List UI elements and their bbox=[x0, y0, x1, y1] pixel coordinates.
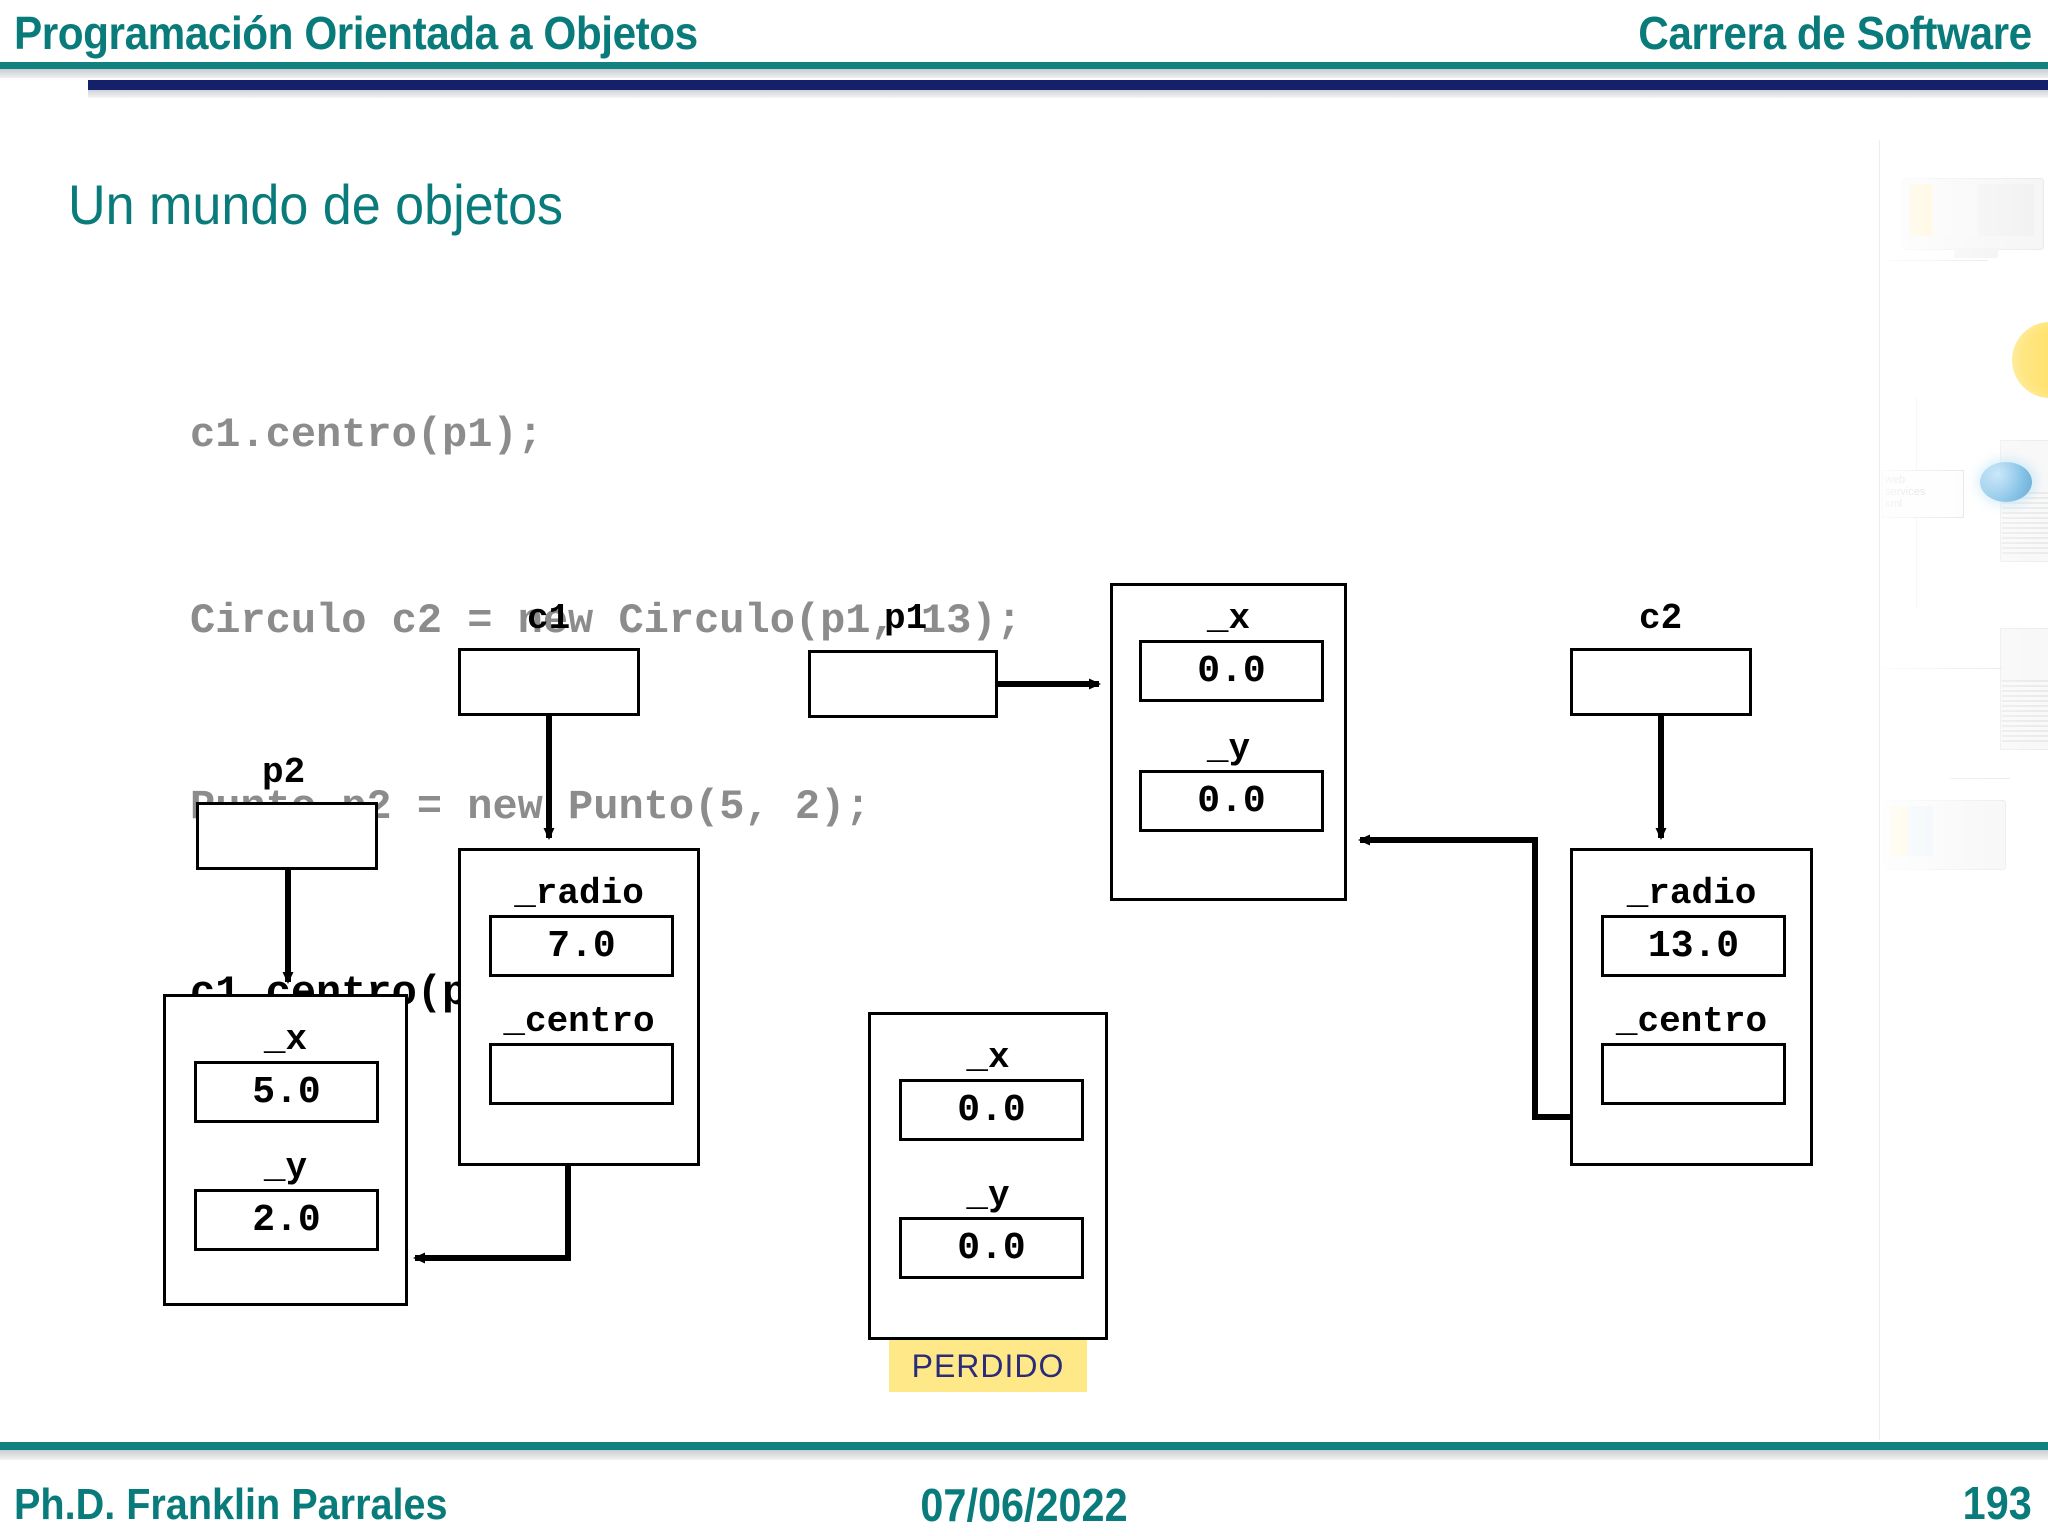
ref-label-p1: p1 bbox=[884, 598, 928, 639]
field-value-x: 0.0 bbox=[899, 1079, 1084, 1141]
status-badge-perdido: PERDIDO bbox=[889, 1340, 1087, 1392]
field-value-radio: 7.0 bbox=[489, 915, 674, 977]
field-value-centro bbox=[1601, 1043, 1786, 1105]
header-right-title: Carrera de Software bbox=[1638, 7, 2033, 59]
section-title: Un mundo de objetos bbox=[68, 173, 564, 236]
ref-box-c1 bbox=[458, 648, 640, 716]
field-value-x: 0.0 bbox=[1139, 640, 1324, 702]
field-value-y: 2.0 bbox=[194, 1189, 379, 1251]
code-line-2: Circulo c2 = new Circulo(p1, 13); bbox=[190, 597, 1022, 645]
header-rule-navy-shadow bbox=[88, 90, 2048, 98]
field-value-radio: 13.0 bbox=[1601, 915, 1786, 977]
object-box-circulo-c2: _radio 13.0 _centro bbox=[1570, 848, 1813, 1166]
object-box-punto-p1: _x 0.0 _y 0.0 bbox=[1110, 583, 1347, 901]
header-rule-gray bbox=[0, 69, 2048, 78]
field-value-centro bbox=[489, 1043, 674, 1105]
ref-label-c1: c1 bbox=[527, 598, 571, 639]
decor-strip-divider bbox=[1879, 140, 1880, 1440]
ref-label-p2: p2 bbox=[262, 752, 306, 793]
header-rule-navy bbox=[88, 80, 2048, 90]
object-box-circulo-c1: _radio 7.0 _centro bbox=[458, 848, 700, 1166]
field-name-radio: _radio bbox=[1626, 873, 1757, 914]
field-name-x: _x bbox=[1206, 598, 1251, 639]
footer-page-number: 193 bbox=[1962, 1477, 2032, 1529]
page-title: Programación Orientada a Objetos bbox=[14, 7, 698, 59]
footer-rule-gray bbox=[0, 1450, 2048, 1460]
field-name-centro: _centro bbox=[503, 1001, 655, 1042]
footer-rule-teal bbox=[0, 1442, 2048, 1450]
field-value-y: 0.0 bbox=[899, 1217, 1084, 1279]
ref-box-p1 bbox=[808, 650, 998, 718]
ref-label-c2: c2 bbox=[1639, 598, 1683, 639]
object-box-punto-perdido: _x 0.0 _y 0.0 bbox=[868, 1012, 1108, 1340]
footer-date: 07/06/2022 bbox=[920, 1479, 1128, 1531]
field-name-y: _y bbox=[1206, 728, 1251, 769]
field-name-x: _x bbox=[263, 1019, 308, 1060]
field-name-y: _y bbox=[263, 1147, 308, 1188]
header-rule-teal bbox=[0, 62, 2048, 69]
ref-box-c2 bbox=[1570, 648, 1752, 716]
footer-author: Ph.D. Franklin Parrales bbox=[14, 1480, 448, 1529]
field-name-centro: _centro bbox=[1615, 1001, 1768, 1042]
decor-image-strip: web services xml bbox=[1880, 140, 2048, 1440]
code-line-1: c1.centro(p1); bbox=[190, 411, 543, 459]
ref-box-p2 bbox=[196, 802, 378, 870]
object-box-punto-p2: _x 5.0 _y 2.0 bbox=[163, 994, 408, 1306]
field-value-y: 0.0 bbox=[1139, 770, 1324, 832]
decor-fade-overlay bbox=[1880, 140, 2048, 1440]
field-name-y: _y bbox=[966, 1175, 1010, 1216]
field-name-radio: _radio bbox=[514, 873, 644, 914]
field-name-x: _x bbox=[966, 1037, 1010, 1078]
field-value-x: 5.0 bbox=[194, 1061, 379, 1123]
